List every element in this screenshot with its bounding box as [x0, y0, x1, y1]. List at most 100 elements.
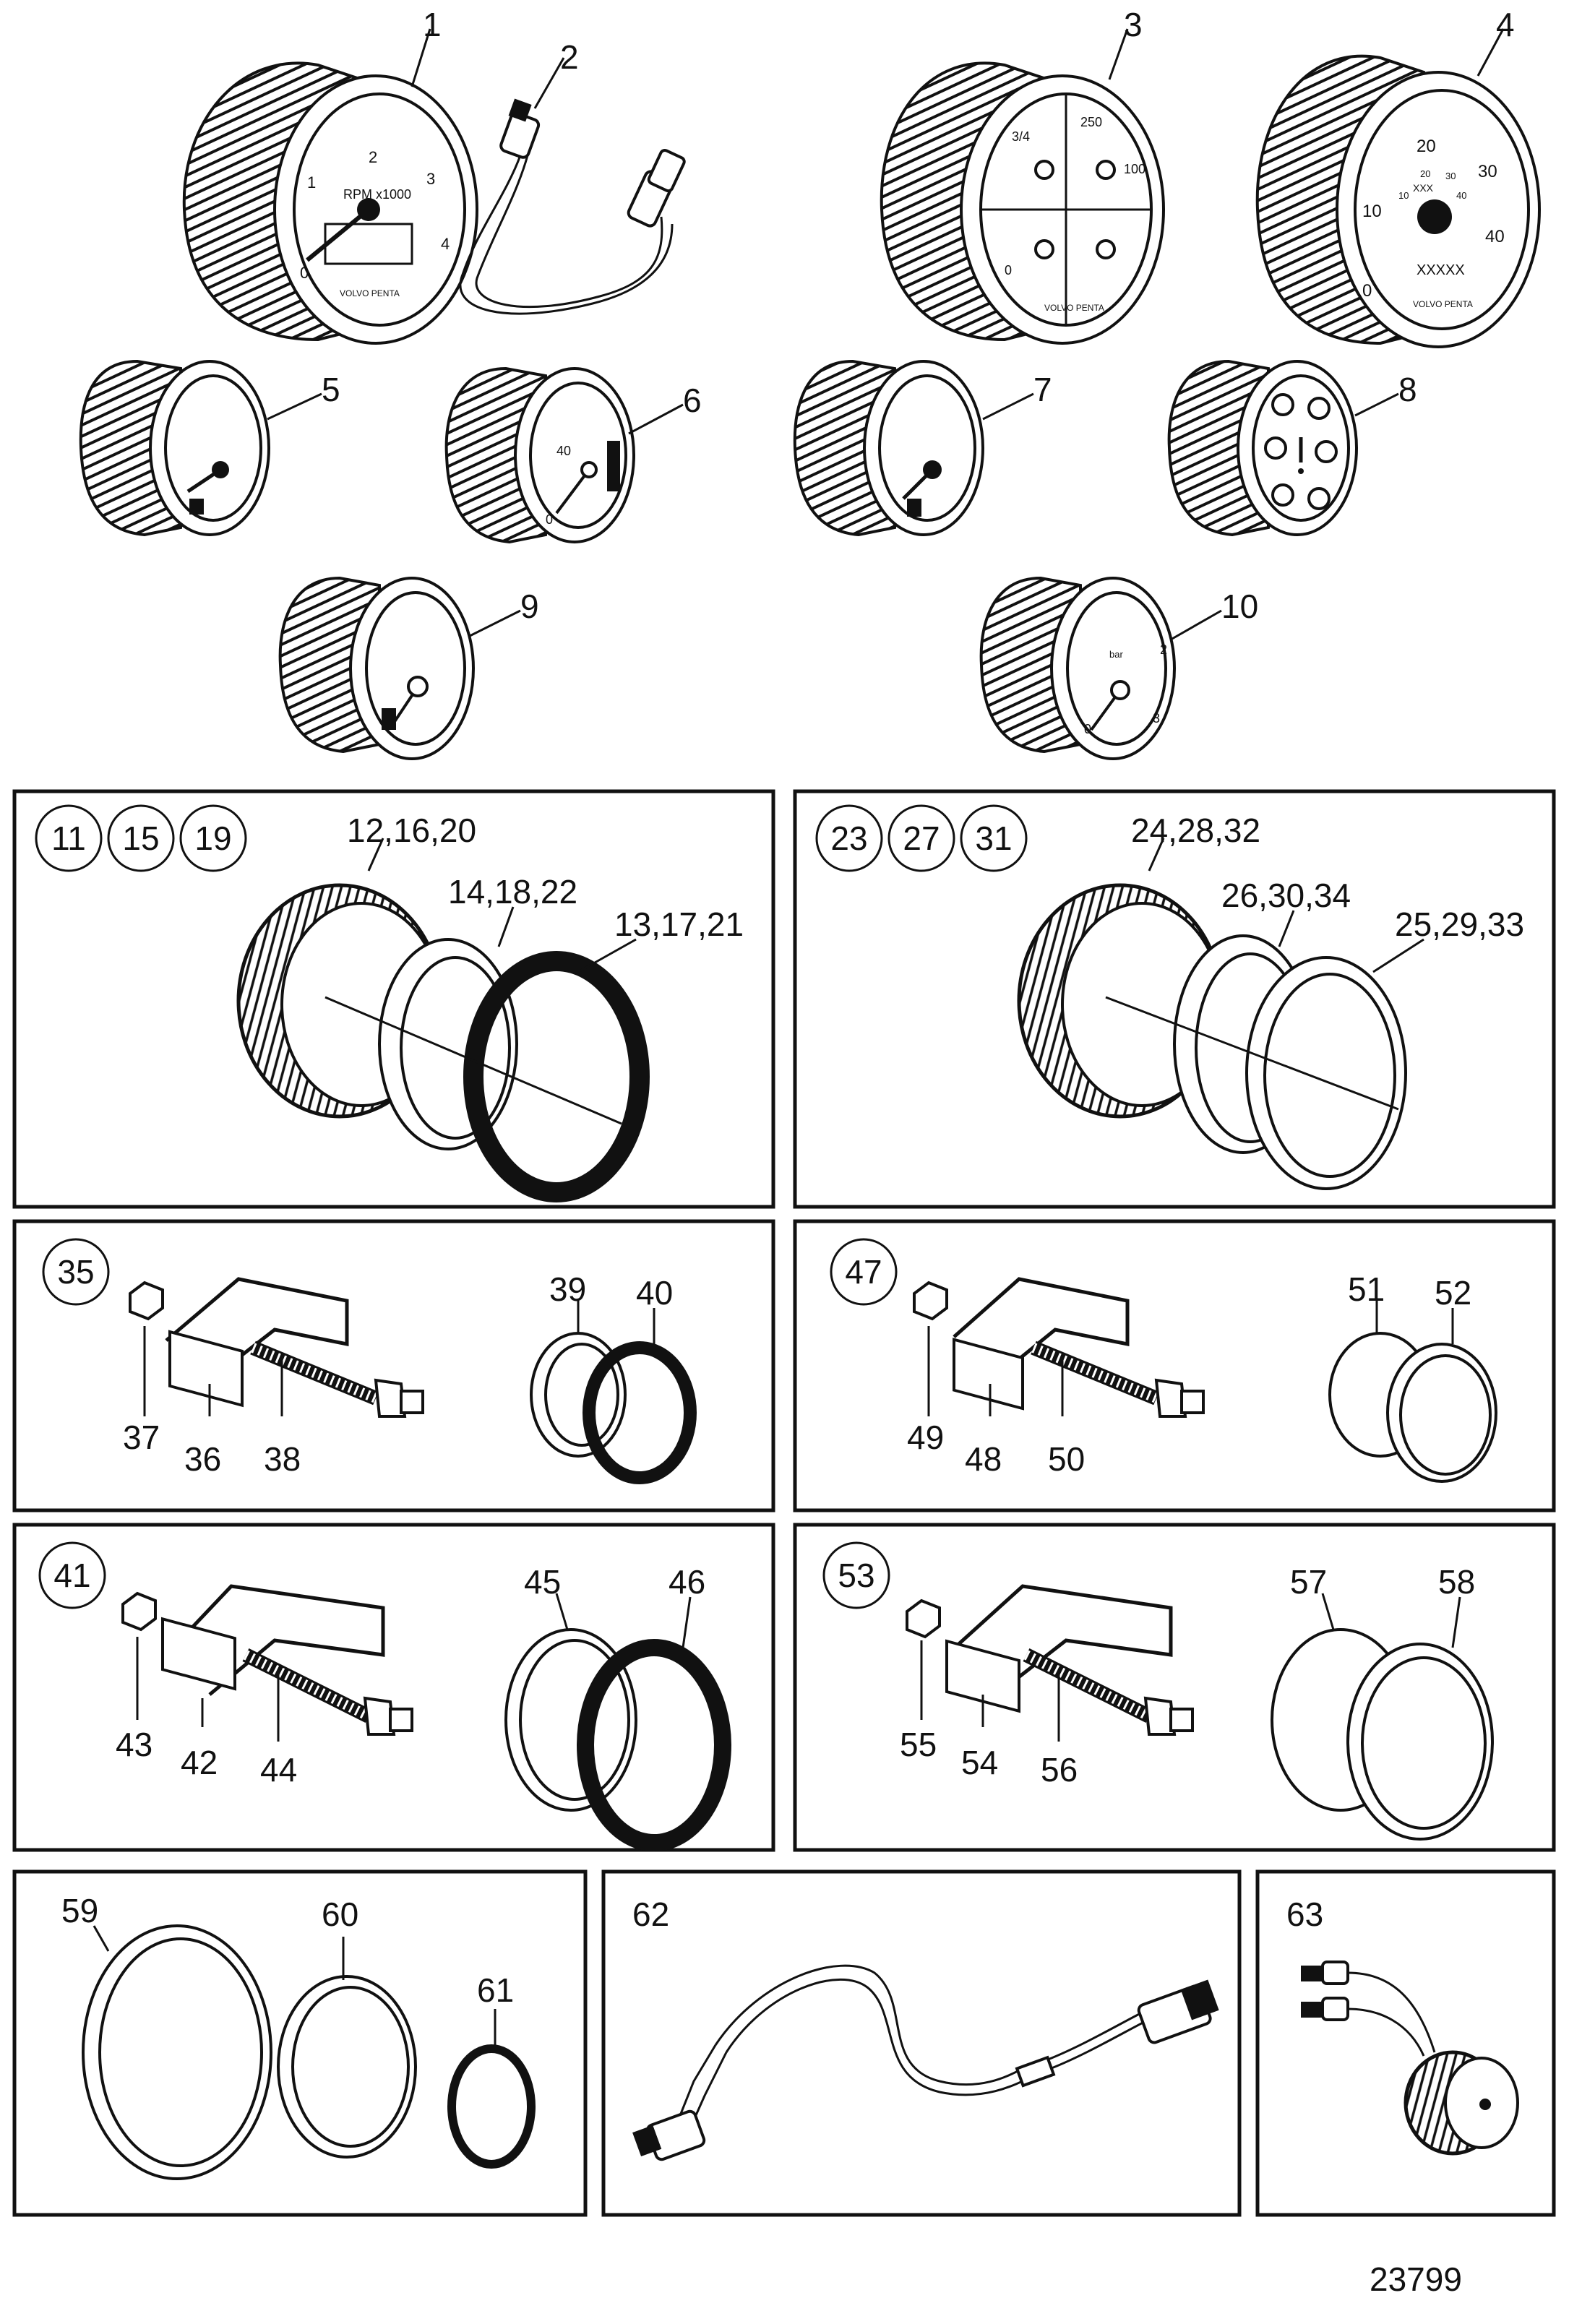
callout-8: 8 — [1398, 371, 1417, 408]
circled-15: 15 — [122, 819, 159, 857]
gauge-3-quad: 3/4 250 100 0 VOLVO PENTA 3 — [880, 6, 1165, 345]
gauge-4-tick-40: 40 — [1485, 227, 1505, 246]
gauge-3-scale-d: 0 — [1005, 263, 1012, 277]
callout-5: 5 — [322, 371, 340, 408]
circled-19: 19 — [194, 819, 231, 857]
circled-23: 23 — [830, 819, 867, 857]
gauge-1-unit: RPM x1000 — [343, 187, 411, 202]
label-50: 50 — [1048, 1440, 1085, 1478]
gauge-4-tick-0: 0 — [1362, 281, 1372, 301]
label-57: 57 — [1290, 1563, 1327, 1601]
circled-41: 41 — [53, 1557, 90, 1594]
gauge-10-pressure: 0 2 3 bar 10 — [979, 576, 1258, 760]
gauge-1-tachometer: 0 1 2 3 4 RPM x1000 VOLVO PENTA 1 — [182, 6, 478, 345]
gauge-10-tick-0: 0 — [1084, 722, 1091, 736]
label-25-29-33: 25,29,33 — [1395, 905, 1524, 943]
gauge-4-speedometer: 0 10 20 30 40 10 20 30 40 XXX XXXXX VOLV… — [1255, 6, 1541, 348]
circled-27: 27 — [903, 819, 940, 857]
gauge-1-needle-hub — [357, 198, 380, 221]
label-24-28-32: 24,28,32 — [1131, 812, 1260, 849]
gauge-1-tick-4: 4 — [441, 235, 450, 253]
callout-9: 9 — [520, 588, 539, 625]
panel-bezel-set-11-15-19: 11 15 19 12,16,20 14,18,22 13,17,21 — [12, 789, 775, 1209]
circled-53: 53 — [838, 1557, 874, 1594]
gauge-4-inner-40: 40 — [1456, 190, 1466, 201]
gauge-1-tick-1: 1 — [307, 173, 316, 191]
label-46: 46 — [669, 1563, 705, 1601]
label-44: 44 — [260, 1751, 297, 1789]
callout-7: 7 — [1033, 371, 1052, 408]
gauge-3-scale-b: 250 — [1080, 115, 1102, 129]
gauge-3-brand: VOLVO PENTA — [1044, 303, 1104, 313]
gauge-4-inner-20: 20 — [1420, 168, 1430, 179]
callout-3: 3 — [1124, 6, 1143, 43]
label-59: 59 — [61, 1892, 98, 1929]
panel-mount-kit-53: 53 55 54 56 57 58 — [793, 1523, 1556, 1852]
callout-10: 10 — [1221, 588, 1258, 625]
panel-bezel-set-23-27-31: 23 27 31 24,28,32 26,30,34 25,29,33 — [793, 789, 1556, 1209]
gauge-3-scale-c: 100 — [1124, 162, 1145, 176]
label-14-18-22: 14,18,22 — [448, 873, 577, 911]
label-13-17-21: 13,17,21 — [614, 905, 744, 943]
label-38: 38 — [264, 1440, 301, 1478]
gauge-4-inner-10: 10 — [1398, 190, 1409, 201]
label-56: 56 — [1041, 1751, 1078, 1789]
gauge-10-tick-3: 3 — [1153, 711, 1160, 726]
label-48: 48 — [965, 1440, 1002, 1478]
gauge-10-tick-2: 2 — [1160, 642, 1167, 657]
gauge-1-tick-2: 2 — [369, 148, 377, 166]
gauge-1-tick-0: 0 — [300, 264, 309, 282]
label-43: 43 — [116, 1726, 152, 1763]
label-36: 36 — [184, 1440, 221, 1478]
label-26-30-34: 26,30,34 — [1221, 877, 1351, 914]
screw-44 — [242, 1648, 413, 1736]
circled-11: 11 — [51, 819, 86, 857]
panel-cable-62: 62 — [601, 1869, 1242, 2217]
label-61: 61 — [477, 1971, 514, 2009]
label-37: 37 — [123, 1419, 160, 1456]
gauge-1-tick-3: 3 — [426, 170, 435, 188]
circled-47: 47 — [845, 1253, 882, 1291]
gauge-10-unit: bar — [1109, 649, 1123, 660]
callout-2: 2 — [560, 38, 579, 76]
gauge-6-tick-0: 0 — [546, 512, 553, 527]
label-51: 51 — [1348, 1270, 1385, 1308]
screw-56 — [1023, 1648, 1194, 1736]
label-42: 42 — [181, 1744, 218, 1781]
label-58: 58 — [1438, 1563, 1475, 1601]
gauge-4-brand: VOLVO PENTA — [1413, 299, 1473, 309]
panel-mount-kit-41: 41 43 42 44 45 46 — [12, 1523, 775, 1852]
circled-31: 31 — [975, 819, 1012, 857]
gauge-5-small: 5 — [79, 359, 340, 537]
panel-mount-kit-35: 35 37 36 38 39 40 — [12, 1219, 775, 1512]
label-52: 52 — [1435, 1274, 1471, 1312]
label-60: 60 — [322, 1895, 358, 1933]
gauge-6-small: 0 40 6 — [444, 366, 702, 544]
label-54: 54 — [961, 1744, 998, 1781]
label-12-16-20: 12,16,20 — [347, 812, 476, 849]
diagram-id: 23799 — [1370, 2260, 1462, 2298]
label-49: 49 — [907, 1419, 944, 1456]
circled-35: 35 — [57, 1253, 94, 1291]
gauge-6-tick-40: 40 — [556, 444, 571, 458]
gauge-7-small: 7 — [793, 359, 1052, 537]
gauge-4-needle-hub — [1417, 199, 1452, 234]
label-55: 55 — [900, 1726, 937, 1763]
callout-4: 4 — [1496, 6, 1515, 43]
gauge-1-brand: VOLVO PENTA — [340, 288, 400, 298]
label-62: 62 — [632, 1895, 669, 1933]
panel-buzzer-63: 63 — [1255, 1869, 1556, 2217]
gauge-4-tick-20: 20 — [1417, 137, 1436, 156]
panel-rings-59-61: 59 60 61 — [12, 1869, 588, 2217]
gauge-9-small: 9 — [278, 576, 539, 760]
gauge-3-scale-a: 3/4 — [1012, 129, 1030, 144]
gauge-8-warning-panel: 8 — [1167, 359, 1417, 537]
gauge-4-odometer: XXXXX — [1417, 262, 1465, 278]
label-45: 45 — [524, 1563, 561, 1601]
cable-harness-2: 2 — [459, 38, 686, 315]
label-63: 63 — [1286, 1895, 1323, 1933]
gauge-4-tick-10: 10 — [1362, 202, 1382, 221]
gauge-4-tick-30: 30 — [1478, 162, 1497, 181]
label-39: 39 — [549, 1270, 586, 1308]
